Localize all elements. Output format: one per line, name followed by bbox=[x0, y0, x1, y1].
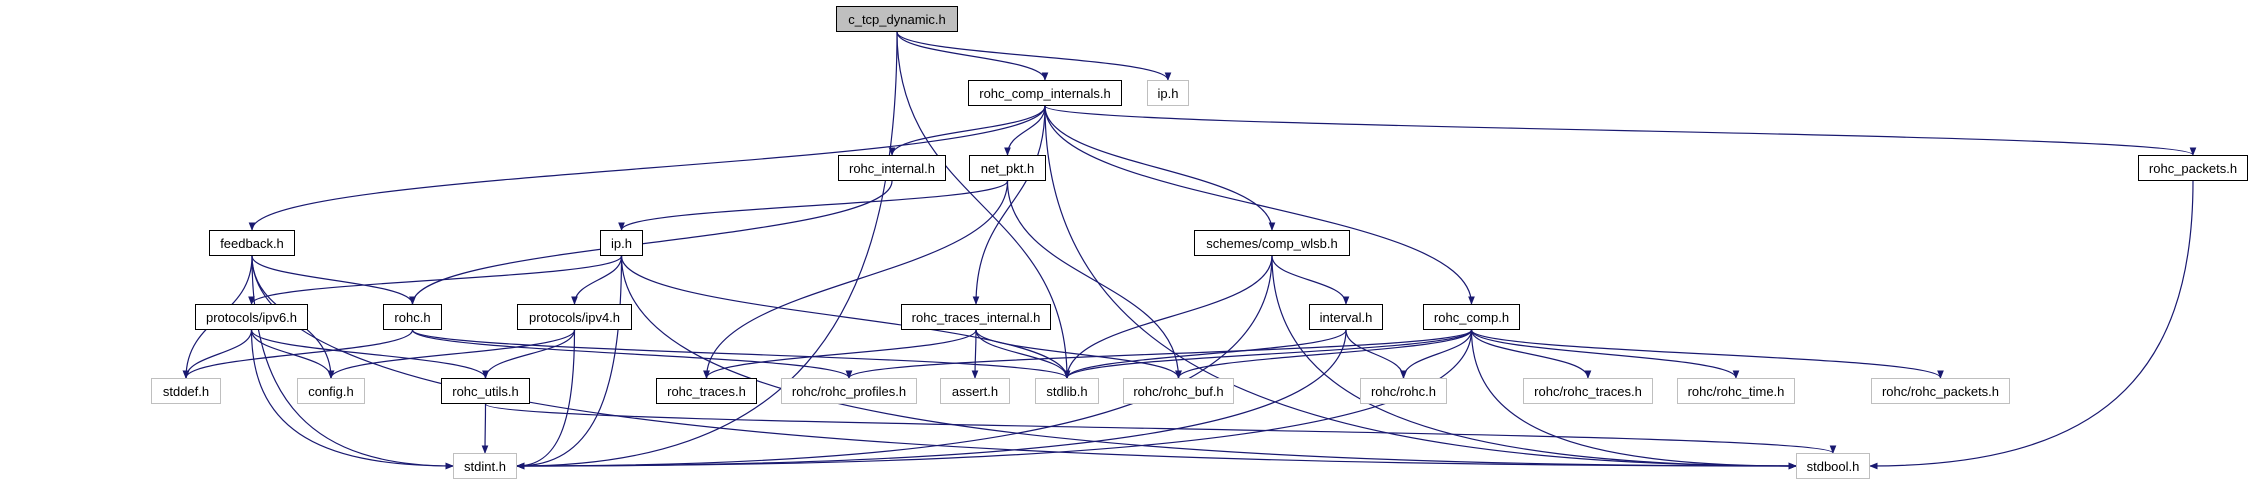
edge-rohc_traces_internal-to-rohc_buf bbox=[975, 329, 1182, 379]
node-interval[interactable]: interval.h bbox=[1309, 304, 1383, 330]
node-net_pkt[interactable]: net_pkt.h bbox=[969, 155, 1046, 181]
node-rohc_time: rohc/rohc_time.h bbox=[1677, 378, 1795, 404]
node-stdbool: stdbool.h bbox=[1796, 453, 1870, 479]
node-feedback[interactable]: feedback.h bbox=[209, 230, 295, 256]
edge-net_pkt-to-rohc_traces bbox=[703, 180, 1009, 379]
edge-c_tcp_dynamic-to-stdlib bbox=[896, 31, 1071, 379]
edge-rohc_comp-to-stdlib bbox=[1063, 329, 1473, 379]
edge-ipv4-to-config bbox=[327, 329, 576, 379]
node-rohc_utils[interactable]: rohc_utils.h bbox=[441, 378, 530, 404]
edge-interval-to-stdlib bbox=[1063, 329, 1347, 379]
node-rohc_rohc_traces: rohc/rohc_traces.h bbox=[1523, 378, 1653, 404]
node-rohc_buf: rohc/rohc_buf.h bbox=[1123, 378, 1234, 404]
node-rohc_traces[interactable]: rohc_traces.h bbox=[656, 378, 757, 404]
edge-feedback-to-rohc bbox=[251, 255, 416, 305]
edge-comp_wlsb-to-stdbool bbox=[1271, 255, 1797, 470]
edge-feedback-to-stdint bbox=[251, 255, 454, 470]
node-rohc[interactable]: rohc.h bbox=[383, 304, 442, 330]
node-comp_wlsb[interactable]: schemes/comp_wlsb.h bbox=[1194, 230, 1350, 256]
node-assert: assert.h bbox=[940, 378, 1010, 404]
edge-c_tcp_dynamic-to-ip_ext bbox=[896, 31, 1172, 81]
edge-comp_wlsb-to-stdint bbox=[516, 255, 1273, 470]
edge-rohc-to-stdlib bbox=[411, 329, 1071, 379]
edge-ipv4-to-rohc_utils bbox=[482, 329, 576, 379]
edge-rohc_comp_internals-to-net_pkt bbox=[1004, 105, 1046, 156]
edge-rohc_internal-to-rohc bbox=[409, 180, 893, 305]
edge-rohc_comp_internals-to-rohc_comp bbox=[1044, 105, 1475, 305]
edge-ip-to-stdint bbox=[516, 255, 623, 470]
edge-ipv6-to-stddef bbox=[182, 329, 253, 379]
edge-rohc_comp_internals-to-rohc_internal bbox=[888, 105, 1046, 156]
edge-rohc_comp-to-rohc_rohc bbox=[1400, 329, 1473, 379]
node-rohc_comp[interactable]: rohc_comp.h bbox=[1423, 304, 1520, 330]
edge-rohc_comp_internals-to-rohc_traces_internal bbox=[972, 105, 1046, 305]
edge-ipv4-to-stdint bbox=[516, 329, 576, 470]
node-stddef: stddef.h bbox=[151, 378, 221, 404]
edge-c_tcp_dynamic-to-rohc_comp_internals bbox=[896, 31, 1049, 81]
edge-rohc_traces_internal-to-rohc_traces bbox=[703, 329, 977, 379]
edge-ip-to-stdbool bbox=[620, 255, 1797, 470]
edge-rohc_traces_internal-to-stdlib bbox=[975, 329, 1071, 379]
edge-rohc-to-stddef bbox=[182, 329, 414, 379]
edge-ipv6-to-rohc_utils bbox=[250, 329, 489, 379]
edge-ipv6-to-stdint bbox=[250, 329, 454, 470]
edge-rohc_comp_internals-to-feedback bbox=[248, 105, 1046, 231]
edge-net_pkt-to-ip bbox=[618, 180, 1009, 231]
edge-interval-to-stdint bbox=[516, 329, 1347, 470]
node-rohc_comp_internals[interactable]: rohc_comp_internals.h bbox=[968, 80, 1122, 106]
edge-rohc_comp_internals-to-stdbool bbox=[1044, 105, 1797, 470]
edge-rohc_comp-to-rohc_rohc_traces bbox=[1470, 329, 1592, 379]
node-stdlib: stdlib.h bbox=[1035, 378, 1099, 404]
edge-rohc_comp_internals-to-rohc_packets bbox=[1044, 105, 2197, 156]
edge-net_pkt-to-rohc_buf bbox=[1006, 180, 1182, 379]
node-rohc_traces_internal[interactable]: rohc_traces_internal.h bbox=[901, 304, 1051, 330]
edge-rohc-to-rohc_profiles bbox=[411, 329, 853, 379]
edge-ip-to-stdlib bbox=[620, 255, 1071, 379]
edge-rohc_packets-to-stdbool bbox=[1869, 180, 2194, 470]
edge-rohc_comp-to-stdint bbox=[516, 329, 1473, 470]
edge-rohc_utils-to-stdint bbox=[481, 403, 489, 454]
node-ip[interactable]: ip.h bbox=[600, 230, 643, 256]
node-config: config.h bbox=[297, 378, 365, 404]
edge-ip-to-ipv6 bbox=[248, 255, 623, 305]
edge-rohc_comp-to-rohc_profiles bbox=[845, 329, 1473, 379]
edge-comp_wlsb-to-stdlib bbox=[1063, 255, 1273, 379]
node-ipv4[interactable]: protocols/ipv4.h bbox=[517, 304, 632, 330]
edge-rohc_comp-to-rohc_buf bbox=[1175, 329, 1473, 379]
node-ip_ext: ip.h bbox=[1147, 80, 1189, 106]
edge-rohc_comp-to-stdbool bbox=[1470, 329, 1797, 470]
edge-rohc_comp-to-rohc_time bbox=[1470, 329, 1740, 379]
edge-ipv6-to-config bbox=[250, 329, 335, 379]
edge-rohc_traces_internal-to-assert bbox=[971, 329, 979, 379]
edge-comp_wlsb-to-interval bbox=[1271, 255, 1350, 305]
node-stdint: stdint.h bbox=[453, 453, 517, 479]
edge-ip-to-ipv4 bbox=[571, 255, 623, 305]
node-rohc_internal[interactable]: rohc_internal.h bbox=[838, 155, 946, 181]
node-rohc_profiles: rohc/rohc_profiles.h bbox=[781, 378, 917, 404]
node-rohc_packets[interactable]: rohc_packets.h bbox=[2138, 155, 2248, 181]
edge-rohc_comp-to-rohc_rohc_packets bbox=[1470, 329, 1944, 379]
edge-rohc_comp_internals-to-comp_wlsb bbox=[1044, 105, 1276, 231]
node-ipv6[interactable]: protocols/ipv6.h bbox=[195, 304, 308, 330]
edge-rohc_utils-to-stdbool bbox=[484, 403, 1836, 454]
node-rohc_rohc: rohc/rohc.h bbox=[1360, 378, 1447, 404]
node-c_tcp_dynamic: c_tcp_dynamic.h bbox=[836, 6, 958, 32]
edge-interval-to-rohc_rohc bbox=[1345, 329, 1407, 379]
node-rohc_rohc_packets: rohc/rohc_packets.h bbox=[1871, 378, 2010, 404]
